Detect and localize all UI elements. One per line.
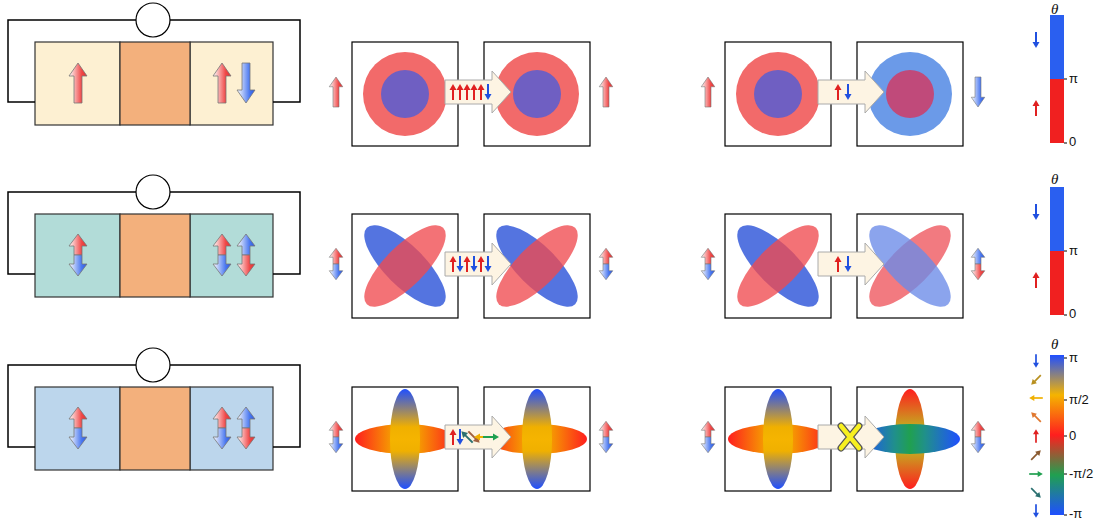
axis-title: θ: [1051, 1, 1058, 18]
row-antiferromagnet: [8, 175, 1067, 318]
tick-label: -π: [1069, 507, 1082, 521]
tick-label: 0: [1069, 135, 1076, 149]
lead-box: [190, 42, 273, 125]
tick-label: π/2: [1069, 393, 1089, 407]
tick-label: 0: [1069, 429, 1076, 443]
blocked-cross: [841, 426, 859, 448]
row-altermagnet: [8, 348, 1067, 518]
tick-label: -π/2: [1069, 467, 1093, 481]
tick-label: π: [1069, 351, 1078, 365]
tick-label: π: [1069, 244, 1078, 258]
axis-title: θ: [1051, 336, 1058, 353]
tick-label: π: [1069, 72, 1078, 86]
axis-title: θ: [1051, 171, 1058, 188]
row-ferromagnet: [8, 3, 1067, 146]
tick-label: 0: [1069, 307, 1076, 321]
lead-box: [35, 42, 120, 125]
